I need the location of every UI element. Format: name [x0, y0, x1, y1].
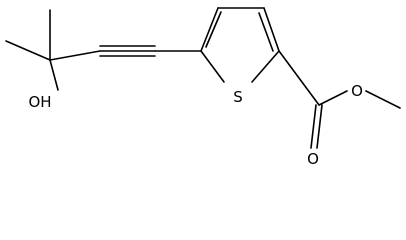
bond-methyl-left [5, 40, 51, 61]
bond-ring-carbonyl [278, 50, 320, 106]
triple-bond [99, 45, 156, 57]
carbonyl-double-bond [310, 104, 323, 149]
atom-hydroxyl: OH [28, 93, 51, 111]
atom-carbonyl-oxygen: O [307, 150, 319, 168]
bond-carbonyl-o [318, 90, 348, 106]
bond-c-oh [49, 59, 59, 91]
molecule-structure: S OH O O [5, 7, 401, 168]
bond-c-alkyne [49, 50, 101, 61]
atom-ester-oxygen: O [351, 82, 363, 100]
atom-sulfur: S [233, 88, 243, 106]
thiophene-ring [200, 7, 280, 83]
bond-o-methyl [365, 90, 401, 109]
